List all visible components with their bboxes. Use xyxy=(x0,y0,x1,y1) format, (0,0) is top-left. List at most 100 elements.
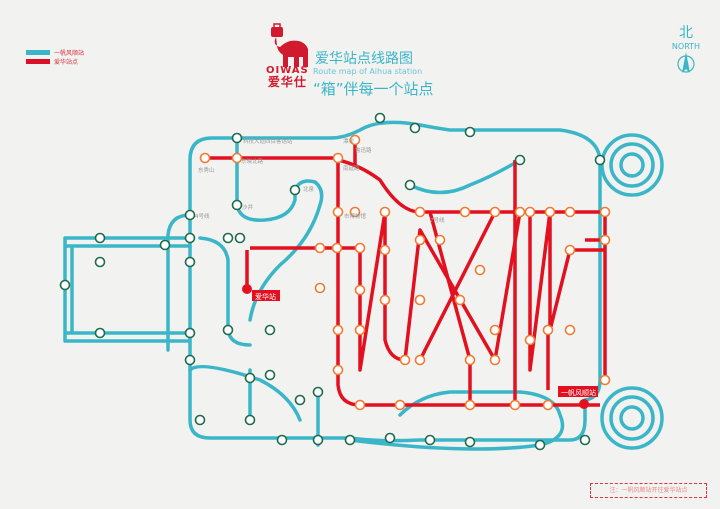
station-node[interactable] xyxy=(332,152,344,164)
station-node[interactable] xyxy=(394,399,406,411)
station-node[interactable] xyxy=(344,434,356,446)
station-node[interactable] xyxy=(524,206,536,218)
page-title: 爱华站点线路图 xyxy=(315,51,413,67)
station-node[interactable] xyxy=(374,112,386,124)
station-node[interactable] xyxy=(424,434,436,446)
station-node[interactable] xyxy=(599,206,611,218)
station-node[interactable] xyxy=(264,369,276,381)
station-node[interactable] xyxy=(332,324,344,336)
station-node[interactable] xyxy=(474,264,486,276)
station-node[interactable] xyxy=(184,209,196,221)
station-node[interactable] xyxy=(409,122,421,134)
station-node[interactable] xyxy=(459,206,471,218)
station-node[interactable] xyxy=(599,374,611,386)
station-node[interactable] xyxy=(564,244,576,256)
station-node[interactable] xyxy=(231,152,243,164)
station-node[interactable] xyxy=(94,256,106,268)
station-node[interactable] xyxy=(489,206,501,218)
station-node[interactable] xyxy=(464,436,476,448)
station-node[interactable] xyxy=(349,134,361,146)
north-arrow-icon xyxy=(677,52,695,73)
station-node[interactable] xyxy=(564,206,576,218)
station-node[interactable] xyxy=(599,234,611,246)
station-node[interactable] xyxy=(244,414,256,426)
station-node[interactable] xyxy=(184,327,196,339)
aihua-station-label: 爱华站 xyxy=(255,292,276,301)
aihua-station-marker[interactable]: 爱华站 xyxy=(242,284,280,301)
station-node[interactable] xyxy=(542,399,554,411)
station-node[interactable] xyxy=(514,154,526,166)
station-node[interactable] xyxy=(59,279,71,291)
station-node[interactable] xyxy=(379,294,391,306)
station-node[interactable] xyxy=(354,324,366,336)
station-node[interactable] xyxy=(379,206,391,218)
station-node[interactable] xyxy=(379,244,391,256)
station-node[interactable] xyxy=(184,354,196,366)
station-node[interactable] xyxy=(159,239,171,251)
station-node[interactable] xyxy=(276,434,288,446)
footnote: 注：一帆风顺站开往爱华站点 xyxy=(590,483,707,498)
station-node[interactable] xyxy=(414,206,426,218)
station-node[interactable] xyxy=(222,324,234,336)
station-label: 7号线 xyxy=(430,216,445,224)
station-node[interactable] xyxy=(244,372,256,384)
station-node[interactable] xyxy=(354,242,366,254)
station-node[interactable] xyxy=(399,354,411,366)
station-node[interactable] xyxy=(464,354,476,366)
station-node[interactable] xyxy=(94,232,106,244)
compass: 北 NORTH xyxy=(666,22,706,79)
station-node[interactable] xyxy=(332,364,344,376)
station-node[interactable] xyxy=(314,242,326,254)
station-node[interactable] xyxy=(332,206,344,218)
station-node[interactable] xyxy=(264,324,276,336)
station-node[interactable] xyxy=(384,432,396,444)
station-node[interactable] xyxy=(509,399,521,411)
station-node[interactable] xyxy=(222,232,234,244)
legend-label: 一帆风顺站 xyxy=(54,50,85,57)
station-node[interactable] xyxy=(534,439,546,451)
station-node[interactable] xyxy=(489,354,501,366)
station-node[interactable] xyxy=(542,324,554,336)
station-node[interactable] xyxy=(312,434,324,446)
station-node[interactable] xyxy=(414,234,426,246)
station-node[interactable] xyxy=(312,386,324,398)
station-node[interactable] xyxy=(414,294,426,306)
station-node[interactable] xyxy=(454,294,466,306)
station-node[interactable] xyxy=(404,179,416,191)
station-node[interactable] xyxy=(289,184,301,196)
station-node[interactable] xyxy=(194,414,206,426)
station-node[interactable] xyxy=(524,334,536,346)
station-node[interactable] xyxy=(231,199,243,211)
station-label: 鲁迅路 xyxy=(355,146,372,154)
station-node[interactable] xyxy=(354,399,366,411)
station-node[interactable] xyxy=(579,434,591,446)
yifan-station-marker[interactable]: 一帆风顺站 xyxy=(558,386,598,409)
station-node[interactable] xyxy=(199,152,211,164)
station-node[interactable] xyxy=(184,256,196,268)
logo-text: OIWAS 爱华仕 xyxy=(266,66,309,89)
station-node[interactable] xyxy=(594,154,606,166)
station-node[interactable] xyxy=(414,354,426,366)
station-label: 北泉 xyxy=(303,185,315,193)
station-node[interactable] xyxy=(464,399,476,411)
station-label: 东晓北路 xyxy=(241,157,264,165)
station-node[interactable] xyxy=(349,206,361,218)
station-node[interactable] xyxy=(294,394,306,406)
station-node[interactable] xyxy=(434,234,446,246)
station-node[interactable] xyxy=(464,126,476,138)
page-subtitle: Route map of Aihua station xyxy=(313,67,423,76)
station-node[interactable] xyxy=(331,242,343,254)
station-node[interactable] xyxy=(234,232,246,244)
station-node[interactable] xyxy=(544,206,556,218)
station-node[interactable] xyxy=(354,284,366,296)
station-node[interactable] xyxy=(94,327,106,339)
station-node[interactable] xyxy=(489,324,501,336)
station-node[interactable] xyxy=(564,324,576,336)
legend-label: 爱华站点 xyxy=(54,59,79,66)
station-node[interactable] xyxy=(231,132,243,144)
station-node[interactable] xyxy=(514,206,526,218)
elephant-logo-icon xyxy=(271,23,308,67)
station-node[interactable] xyxy=(314,282,326,294)
station-node[interactable] xyxy=(184,232,196,244)
station-label: 4号线 xyxy=(195,212,210,220)
